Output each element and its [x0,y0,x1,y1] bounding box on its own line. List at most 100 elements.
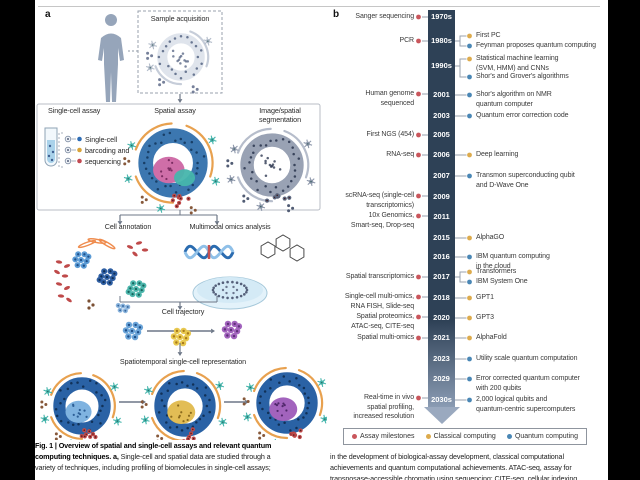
image-spatial-line1: Image/spatial [259,106,301,115]
timeline-year-1990s: 1990s [431,61,452,70]
timeline-classical-label: Statistical machine learning(SVM, HMM) a… [476,54,608,73]
timeline-quantum-line: 2,000 logical qubits and [476,396,548,404]
timeline-assay-label: Sanger sequencing [330,12,414,22]
trajectory-cluster-yellow [170,327,192,347]
timeline-year-2007: 2007 [433,171,450,180]
timeline-year-2011: 2011 [433,212,450,221]
caption-right-line2: achievements and quantum computational a… [330,462,572,472]
timeline-assay-label: Spatial proteomics,ATAC-seq, CITE-seq [330,312,414,331]
timeline-classical-line: Statistical machine learning [476,55,559,63]
timeline-classical-label: AlphaFold [476,333,608,343]
quantum-dot [467,356,472,362]
caption-left-line3: variety of techniques, including profili… [35,462,271,472]
assay-dot [416,132,421,138]
timeline-assay-line: Spatial transcriptomics [345,273,414,281]
assay-dot [352,434,357,439]
legend-item-classical: Classical computing [425,433,496,440]
timeline-classical-label: AlphaGO [476,233,608,243]
timeline-assay-line: RNA-seq [386,151,414,159]
timeline-assay-label: Spatial multi-omics [330,333,414,343]
timeline-assay-line: Sanger sequencing [355,13,414,21]
timeline-year-1970s: 1970s [431,12,452,21]
timeline-assay-line: Spatial multi-omics [357,334,414,342]
timeline: Assay milestones Classical computing Quant… [330,0,608,480]
legend-label: Assay milestones [360,433,415,440]
timeline-classical-line: AlphaFold [476,334,507,342]
classical-dot [467,269,472,275]
spatiotemporal-tissue-1 [40,372,122,440]
assay-dot [416,274,421,280]
classical-dot [425,434,431,439]
caption-right: in the development of biological-assay d… [330,452,608,480]
cell-trajectory-label: Cell trajectory [161,307,205,316]
timeline-year-2015: 2015 [433,233,450,242]
classical-dot [467,295,472,301]
timeline-assay-line: Single-cell multi-omics, [344,293,414,301]
timeline-year-2006: 2006 [433,150,450,159]
quantum-dot [467,113,472,119]
timeline-assay-label: Single-cell multi-omics,RNA FISH, Slide-… [330,292,414,311]
spatiotemporal-label: Spatiotemporal single-cell representatio… [119,357,247,366]
timeline-classical-line: First PC [476,32,501,40]
timeline-assay-line: Smart-seq, Drop-seq [350,221,414,229]
quantum-dot [467,92,472,98]
timeline-assay-line: PCR [399,37,415,45]
timeline-quantum-line: quantum-centric supercomputers [476,405,576,413]
timeline-assay-line: sequenced [380,99,414,107]
spatiotemporal-tissue-2 [140,369,228,440]
timeline-quantum-line: and D-Wave One [476,181,529,189]
timeline-assay-label: Spatial transcriptomics [330,272,414,282]
spatial-assay-label: Spatial assay [154,106,196,115]
barcoding-dot [77,147,82,153]
tube-legend-line3: sequencing [85,157,121,166]
timeline-year-2016: 2016 [433,252,450,261]
figure-content: a Sample acquisition Single-cell assay S… [35,0,608,480]
timeline-classical-line: GPT1 [476,294,494,302]
cell-annotation-label: Cell annotation [104,222,152,231]
timeline-quantum-label: Quantum error correction code [476,111,608,121]
human-silhouette-head [105,14,117,26]
image-spatial-line2: segmentation [259,115,301,124]
timeline-assay-label: PCR [330,36,415,46]
quantum-dot [467,254,472,260]
barcoding-dot [77,136,82,142]
timeline-assay-line: ATAC-seq, CITE-seq [351,322,414,330]
timeline-quantum-label: Shor's and Grover's algorithms [476,72,608,82]
timeline-assay-label: RNA-seq [330,150,414,160]
trajectory-cluster-purple [221,320,243,340]
timeline-year-2001: 2001 [433,90,450,99]
timeline-assay-line: Spatial proteomics, [356,313,414,321]
timeline-quantum-line: IBM System One [476,278,528,286]
timeline-quantum-label: Utility scale quantum computation [476,354,608,364]
timeline-classical-line: AlphaGO [476,234,505,242]
assay-dot [416,91,421,97]
timeline-assay-line: transcriptomics) [366,201,414,209]
annotation-cluster-lightblue [115,303,131,314]
panel-a-illustration [36,10,327,440]
classical-dot [467,152,472,158]
single-cell-assay-label: Single-cell assay [48,106,101,115]
spatial-assay-tissue [123,122,221,215]
annotation-cluster-blue [72,251,92,269]
timeline-classical-line: Transformers [476,268,517,276]
timeline-assay-label: First NGS (454) [330,130,414,140]
tube-legend-line1: Single-cell [85,135,118,144]
sample-acquisition-box [137,10,223,94]
timeline-quantum-line: Transmon superconducting qubit [476,172,575,180]
legend-item-quantum: Quantum computing [506,433,578,440]
timeline-assay-label: 10x Genomics,Smart-seq, Drop-seq [330,211,414,230]
timeline-quantum-line: IBM quantum computing [476,253,550,261]
timeline-quantum-line: quantum computer [476,100,533,108]
timeline-year-2017: 2017 [433,272,450,281]
caption-left-rest2: Single-cell and spatial data are studied… [118,451,271,461]
caption-left-bold2: computing techniques. a, [35,451,119,461]
caption-left-bold1: Fig. 1 | Overview of spatial and single-… [35,441,272,450]
timeline-classical-label: Transformers [476,267,608,277]
trajectory-cluster-blue [122,321,144,341]
tube-legend-line2: barcoding and [85,146,130,155]
